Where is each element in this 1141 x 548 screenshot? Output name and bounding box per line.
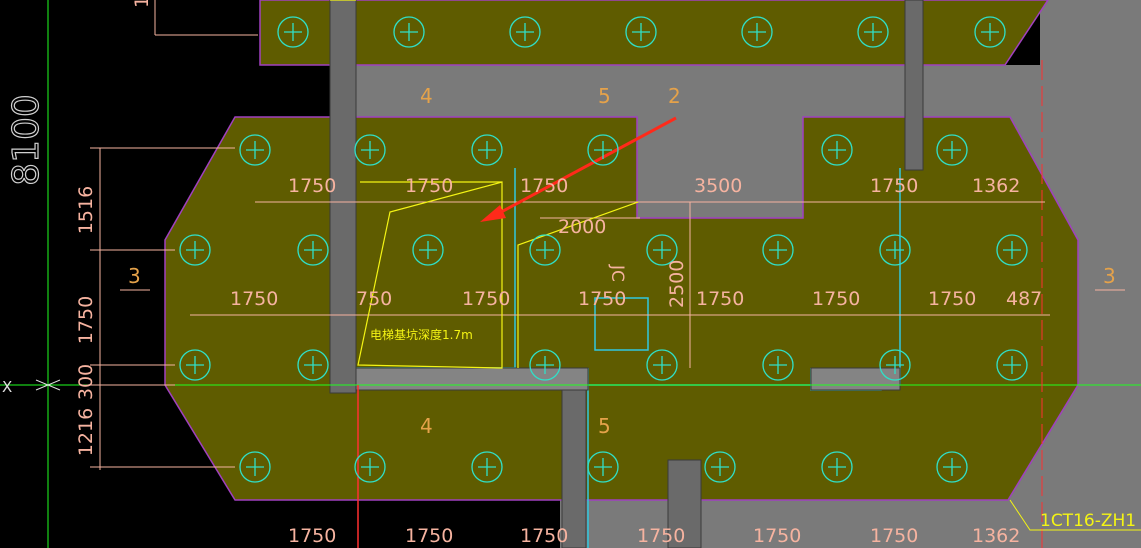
circle-cross-icon: [393, 16, 425, 48]
circle-cross-icon: [239, 134, 271, 166]
bottom-dimensions: 1750 1750 1750 1750 1750 1750 1362: [288, 525, 1020, 547]
crosshair-icon: [35, 379, 61, 391]
circle-cross-icon: [412, 234, 444, 266]
axis-label-bottom-4: 4: [420, 414, 433, 438]
circle-cross-icon: [529, 234, 561, 266]
row1-dim: 1750: [405, 175, 453, 197]
dim-2000: 2000: [558, 216, 606, 238]
circle-cross-icon: [704, 451, 736, 483]
dim-2500: 2500: [666, 260, 688, 308]
circle-cross-icon: [762, 349, 794, 381]
axis-label-right: 3: [1103, 264, 1116, 288]
row2-dim: 1750: [696, 288, 744, 310]
stair-tag: JC: [607, 264, 627, 282]
axis-label-bottom-5: 5: [598, 414, 611, 438]
circle-cross-icon: [762, 234, 794, 266]
top-edge-fragment: 1: [131, 0, 153, 8]
circle-cross-icon: [471, 134, 503, 166]
circle-cross-icon: [857, 16, 889, 48]
row1-dim: 3500: [694, 175, 742, 197]
circle-cross-icon: [625, 16, 657, 48]
row2-dim: 750: [356, 288, 392, 310]
elevator-note: 电梯基坑深度1.7m: [370, 327, 473, 342]
circle-cross-icon: [996, 234, 1028, 266]
circle-cross-icon: [936, 451, 968, 483]
row1-dim: 1362: [972, 175, 1020, 197]
circle-cross-icon: [646, 234, 678, 266]
bottom-dim: 1750: [405, 525, 453, 547]
axis-label-top-5: 5: [598, 84, 611, 108]
row1-dimensions: 1750 1750 1750 3500 1750 1362: [288, 175, 1020, 197]
bottom-dim: 1750: [753, 525, 801, 547]
row2-dim: 1750: [812, 288, 860, 310]
elevator-pit-annotation: [330, 0, 639, 369]
circle-cross-icon: [587, 134, 619, 166]
circle-cross-icon: [179, 349, 211, 381]
bottom-dim: 1750: [637, 525, 685, 547]
circle-cross-icon: [239, 451, 271, 483]
circle-cross-icon: [529, 349, 561, 381]
circle-cross-icon: [179, 234, 211, 266]
arrow-icon: [480, 116, 677, 222]
circle-cross-icon: [879, 349, 911, 381]
circle-cross-icon: [509, 16, 541, 48]
pile-group: [179, 16, 1028, 483]
circle-cross-icon: [821, 134, 853, 166]
circle-cross-icon: [996, 349, 1028, 381]
element-tag: 1CT16-ZH1: [1040, 511, 1136, 531]
row2-dim: 1750: [462, 288, 510, 310]
bottom-dim: 1750: [288, 525, 336, 547]
circle-cross-icon: [471, 451, 503, 483]
circle-cross-icon: [821, 451, 853, 483]
left-dim-300: 300: [75, 364, 97, 400]
circle-cross-icon: [297, 234, 329, 266]
left-dim-1516: 1516: [75, 186, 97, 234]
axis-x-label: X: [2, 378, 12, 396]
slab: [164, 0, 1079, 501]
circle-cross-icon: [936, 134, 968, 166]
row2-dim: 1750: [578, 288, 626, 310]
labels: 1 8100 1516 1750 300 1216 3 3 4 5 2 4 5 …: [2, 0, 1141, 531]
row2-dim: 1750: [230, 288, 278, 310]
circle-cross-icon: [879, 234, 911, 266]
circle-cross-icon: [974, 16, 1006, 48]
row2-dim: 487: [1006, 288, 1042, 310]
row2-dim: 1750: [928, 288, 976, 310]
overall-dimension: 8100: [6, 94, 47, 186]
circle-cross-icon: [354, 134, 386, 166]
left-dim-1750: 1750: [75, 296, 97, 344]
circle-cross-icon: [587, 451, 619, 483]
row1-dim: 1750: [870, 175, 918, 197]
row2-dimensions: 1750 750 1750 1750 1750 1750 1750 487: [230, 288, 1042, 310]
bottom-dim: 1362: [972, 525, 1020, 547]
left-dim-1216: 1216: [75, 408, 97, 456]
axis-label-left: 3: [128, 264, 141, 288]
dimension-lines: [90, 0, 1125, 470]
circle-cross-icon: [277, 16, 309, 48]
bottom-dim: 1750: [870, 525, 918, 547]
circle-cross-icon: [646, 349, 678, 381]
circle-cross-icon: [297, 349, 329, 381]
row1-dim: 1750: [288, 175, 336, 197]
row1-dim: 1750: [520, 175, 568, 197]
bottom-dim: 1750: [520, 525, 568, 547]
axis-label-top-4: 4: [420, 84, 433, 108]
axis-label-top-2: 2: [668, 84, 681, 108]
circle-cross-icon: [354, 451, 386, 483]
circle-cross-icon: [741, 16, 773, 48]
